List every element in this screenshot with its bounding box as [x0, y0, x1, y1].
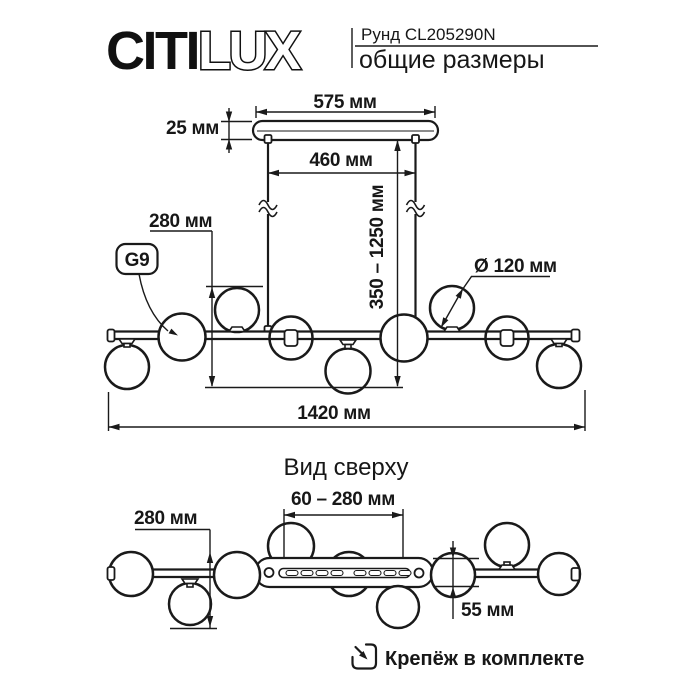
dim-label: 55 мм	[461, 600, 514, 621]
dim-canopy-width: 575 мм	[255, 92, 436, 118]
globe	[268, 315, 314, 361]
bar-end-cap	[570, 567, 581, 582]
dim-globe-diameter: Ø 120 мм	[440, 256, 557, 328]
dim-mount-slot-range: 60 – 280 мм	[283, 489, 404, 557]
mount-slots	[285, 569, 412, 577]
globe-cap	[117, 338, 137, 345]
globe	[212, 550, 262, 600]
globe-hub	[499, 329, 515, 347]
socket-callout-box	[115, 242, 159, 276]
globe	[484, 315, 530, 361]
socket-label: G9	[125, 250, 150, 271]
top-view-title: Вид сверху	[284, 454, 409, 481]
globe	[107, 550, 155, 598]
dim-label: 1420 мм	[297, 403, 371, 424]
globe	[483, 521, 531, 569]
dim-label: 25 мм	[166, 118, 219, 139]
front-view: 575 мм 25 мм 460 мм 350 – 1250 мм	[103, 92, 586, 431]
globe-cap-stem	[555, 342, 563, 348]
dim-label: 60 – 280 мм	[291, 489, 395, 510]
footer-note: Крепёж в комплекте	[351, 643, 584, 670]
mount-hole	[263, 567, 275, 578]
dim-plate-width: 55 мм	[433, 541, 514, 621]
dim-body-depth: 280 мм	[134, 508, 217, 630]
globe	[379, 313, 429, 363]
globe	[157, 312, 207, 362]
globe-cap	[549, 338, 569, 345]
globe-cap	[497, 564, 517, 571]
dim-hanging-height: 350 – 1250 мм	[367, 140, 401, 387]
break-mark-right	[405, 199, 426, 218]
socket-callout: G9	[115, 242, 178, 336]
globe	[324, 347, 372, 395]
header: CITILUX Рунд CL205290N общие размеры	[106, 20, 598, 83]
brand-logo: CITILUX	[106, 21, 301, 81]
dim-label: 460 мм	[309, 150, 372, 171]
globe	[213, 286, 261, 334]
globe	[167, 581, 213, 627]
globe-cap-stem	[503, 561, 511, 566]
dim-label: 350 – 1250 мм	[367, 185, 388, 310]
bar-end-cap	[106, 328, 116, 343]
bar-end-cap	[570, 328, 581, 343]
globe	[103, 343, 151, 391]
rod-mount-left	[263, 134, 273, 144]
globe-cap	[227, 326, 247, 333]
page-subtitle: общие размеры	[359, 46, 545, 74]
globe-cap-stem	[186, 582, 194, 588]
dim-total-width: 1420 мм	[107, 390, 586, 431]
fastener-included-icon	[351, 643, 378, 670]
dim-label: 575 мм	[313, 92, 376, 113]
dim-label: 280 мм	[149, 211, 212, 232]
globe-cap	[180, 578, 200, 585]
break-mark-left	[258, 199, 278, 218]
globe	[535, 342, 583, 390]
socket-leader-line	[138, 273, 169, 332]
dim-label: 280 мм	[134, 508, 197, 529]
model-label: Рунд CL205290N	[361, 25, 496, 44]
globe-cap	[442, 326, 462, 333]
globe-cap	[338, 339, 358, 346]
top-view: Вид сверху	[106, 454, 582, 630]
globe-cap-stem	[123, 342, 131, 348]
dim-body-height: 280 мм	[149, 211, 403, 389]
footer-note-label: Крепёж в комплекте	[385, 648, 584, 670]
dim-rod-spacing: 460 мм	[268, 150, 416, 177]
globe-hub	[283, 329, 299, 347]
mount-hole	[413, 567, 425, 579]
globe	[375, 584, 421, 630]
dim-label: Ø 120 мм	[474, 256, 557, 277]
dim-canopy-height: 25 мм	[166, 108, 252, 153]
globe-cap-stem	[344, 343, 352, 350]
rod-mount-right	[411, 134, 420, 144]
bar-end-cap	[106, 566, 116, 581]
